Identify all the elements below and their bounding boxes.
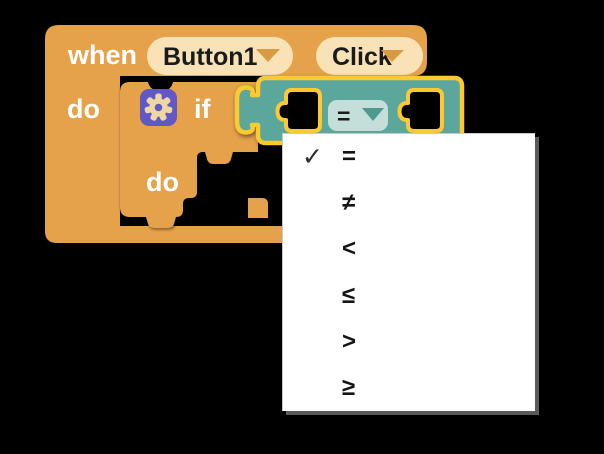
if-do-label: do bbox=[146, 167, 179, 197]
when-event-block[interactable]: when Button1 Click do bbox=[45, 25, 427, 243]
when-label: when bbox=[67, 40, 137, 70]
triangle-down-icon bbox=[362, 108, 384, 121]
gear-icon-glyph bbox=[144, 93, 173, 121]
menu-item-label: < bbox=[342, 235, 357, 263]
event-dropdown[interactable]: Click bbox=[316, 37, 423, 75]
if-block-socket-tail bbox=[248, 198, 268, 218]
gear-icon[interactable] bbox=[140, 89, 177, 126]
component-dropdown-value: Button1 bbox=[163, 43, 258, 71]
menu-item-not-equals[interactable]: ≠ bbox=[283, 180, 535, 226]
menu-item-less-or-equal[interactable]: ≤ bbox=[283, 272, 535, 318]
compare-right-socket[interactable] bbox=[397, 88, 444, 133]
checkmark-icon: ✓ bbox=[302, 142, 323, 171]
menu-item-label: ≤ bbox=[342, 281, 356, 309]
menu-item-label: ≥ bbox=[342, 373, 356, 401]
operator-dropdown[interactable]: = bbox=[328, 100, 388, 131]
if-control-block[interactable]: if do bbox=[120, 82, 268, 228]
component-dropdown-pill[interactable] bbox=[147, 37, 293, 75]
operator-dropdown-value: = bbox=[337, 103, 350, 129]
triangle-down-icon bbox=[381, 50, 404, 62]
if-label: if bbox=[194, 94, 212, 124]
operator-dropdown-menu: ✓ = ≠ < ≤ > ≥ bbox=[282, 133, 535, 411]
menu-item-greater-than[interactable]: > bbox=[283, 319, 535, 365]
menu-item-greater-or-equal[interactable]: ≥ bbox=[283, 365, 535, 411]
menu-item-label: = bbox=[342, 143, 357, 171]
menu-item-less-than[interactable]: < bbox=[283, 226, 535, 272]
component-dropdown[interactable]: Button1 bbox=[147, 37, 293, 75]
menu-item-equals[interactable]: ✓ = bbox=[283, 134, 535, 180]
compare-left-socket[interactable] bbox=[275, 88, 322, 133]
triangle-down-icon bbox=[256, 49, 280, 62]
event-dropdown-pill[interactable] bbox=[316, 37, 423, 75]
menu-item-label: > bbox=[342, 327, 357, 355]
event-dropdown-value: Click bbox=[332, 43, 392, 71]
when-do-label: do bbox=[67, 94, 100, 124]
menu-item-label: ≠ bbox=[342, 189, 356, 217]
operator-dropdown-pill[interactable] bbox=[328, 100, 388, 131]
